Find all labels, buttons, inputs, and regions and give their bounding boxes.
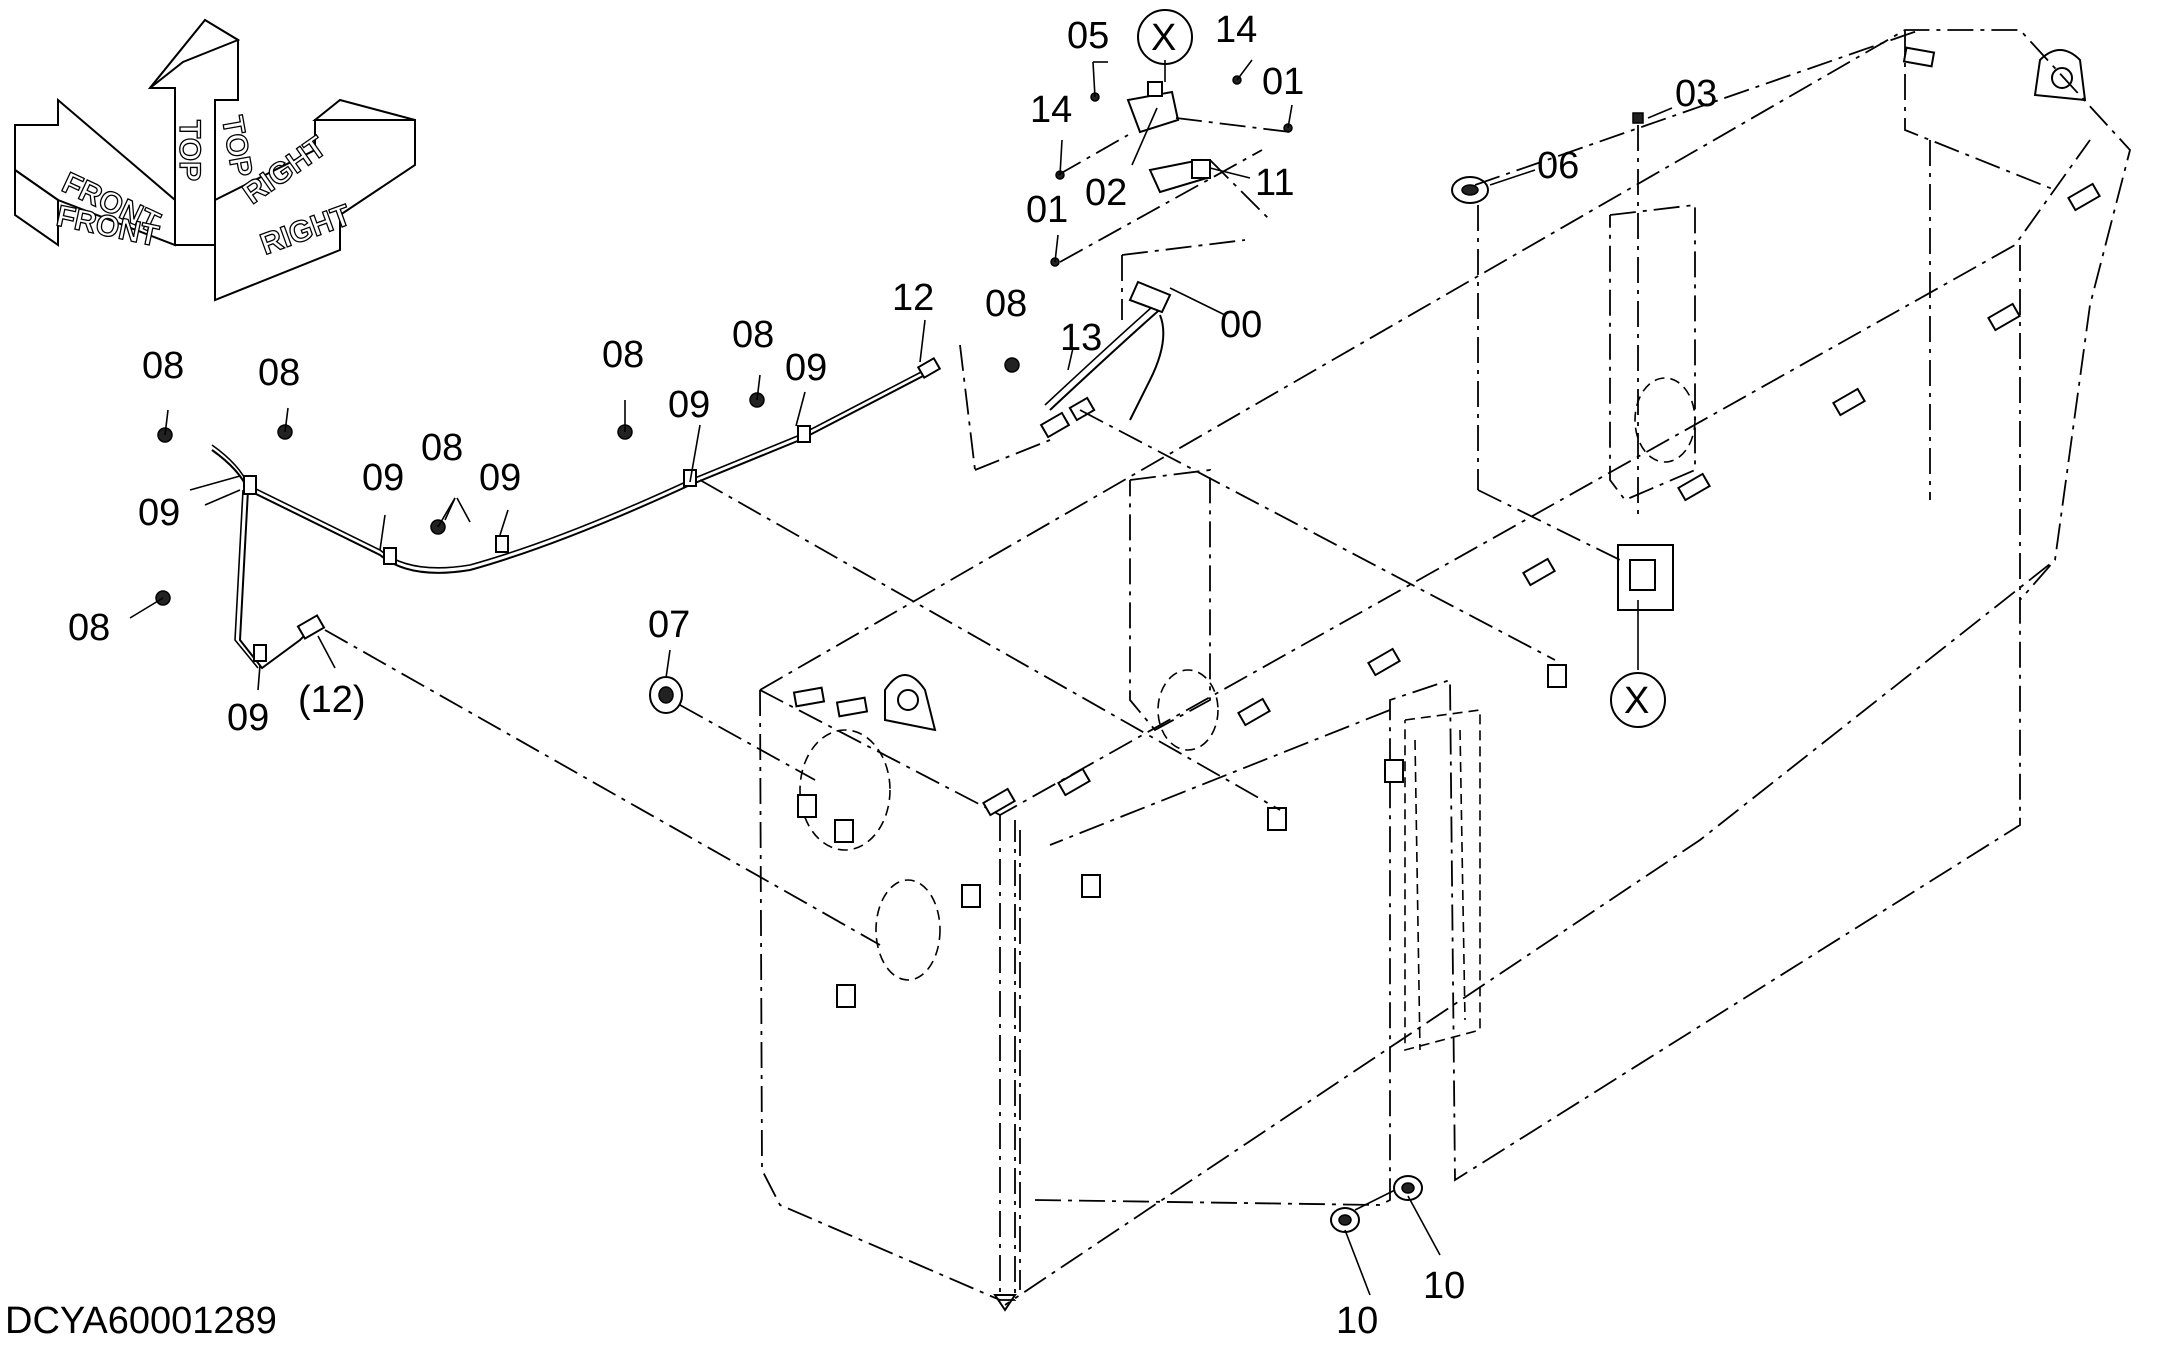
callout-08-b: 08 — [732, 314, 774, 356]
marker-circle-top — [1137, 9, 1193, 65]
callout-01-a: 01 — [1262, 61, 1304, 103]
callout-07: 07 — [648, 604, 690, 646]
callout-06: 06 — [1537, 145, 1579, 187]
callout-01-b: 01 — [1026, 189, 1068, 231]
callout-09-f: 09 — [227, 697, 269, 739]
orient-top-left: TOP — [173, 120, 206, 181]
callout-13: 13 — [1060, 317, 1102, 359]
callout-12-paren: (12) — [298, 679, 366, 721]
callout-x-top: X — [1151, 17, 1176, 59]
callout-00: 00 — [1220, 304, 1262, 346]
leader-lines — [129, 29, 1921, 1296]
callout-14-a: 14 — [1215, 9, 1257, 51]
callout-05: 05 — [1067, 15, 1109, 57]
hardware-parts — [155, 75, 1644, 1233]
callout-09-e: 09 — [479, 457, 521, 499]
callout-08-a: 08 — [985, 283, 1027, 325]
orientation-indicator: FRONT FRONT TOP TOP RIGHT RIGHT — [14, 18, 416, 302]
callout-x-right: X — [1624, 680, 1649, 722]
callout-09-d: 09 — [362, 457, 404, 499]
counterweight-body — [759, 29, 2131, 1312]
callout-08-d: 08 — [142, 345, 184, 387]
callout-08-g: 08 — [68, 607, 110, 649]
reference-markers — [1137, 9, 1666, 728]
callout-08-e: 08 — [258, 352, 300, 394]
wire-harness — [211, 299, 1166, 670]
callout-09-a: 09 — [785, 347, 827, 389]
callout-10-a: 10 — [1336, 1300, 1378, 1342]
orient-top-right: TOP — [215, 113, 258, 179]
callout-labels: 05 X 14 01 14 02 11 01 03 06 00 12 08 13… — [68, 9, 1717, 1342]
callout-12: 12 — [892, 277, 934, 319]
callout-08-c: 08 — [602, 334, 644, 376]
callout-11: 11 — [1255, 162, 1294, 204]
callout-14-b: 14 — [1030, 89, 1072, 131]
callout-03: 03 — [1675, 73, 1717, 115]
callout-10-b: 10 — [1423, 1265, 1465, 1307]
callout-02: 02 — [1085, 172, 1127, 214]
drawing-code: DCYA60001289 — [5, 1300, 277, 1342]
marker-circle-right — [1610, 672, 1666, 728]
callout-08-f: 08 — [421, 427, 463, 469]
callout-09-c: 09 — [138, 492, 180, 534]
callout-09-b: 09 — [668, 384, 710, 426]
